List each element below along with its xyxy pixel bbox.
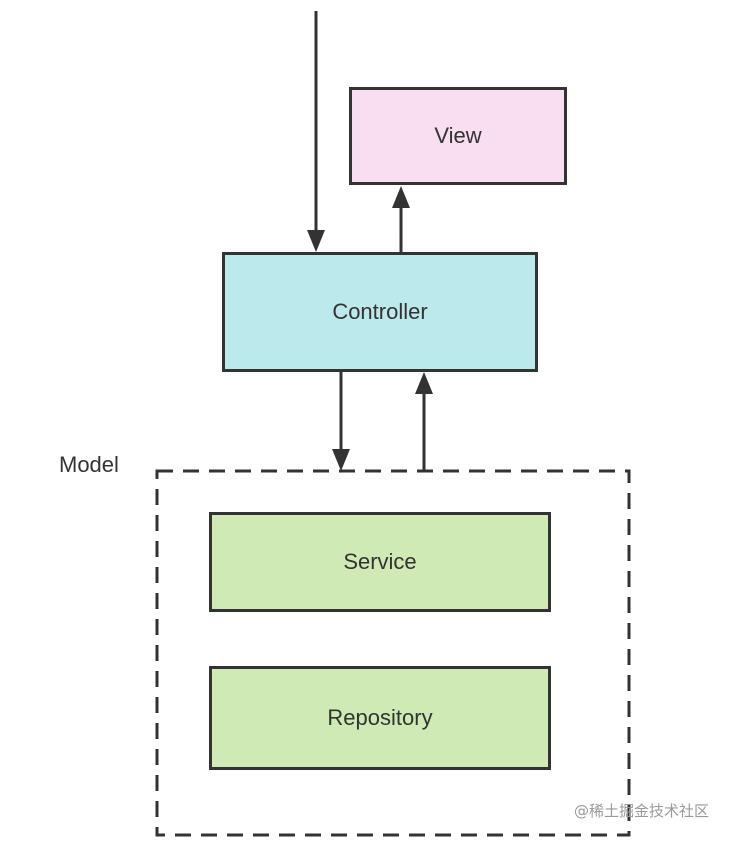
request-arrowhead xyxy=(307,230,325,252)
controller-label: Controller xyxy=(332,299,428,324)
repository-label: Repository xyxy=(327,705,433,730)
watermark-text: @稀土掘金技术社区 xyxy=(574,802,710,820)
controller-to-model-arrowhead xyxy=(332,449,350,471)
model-group-border xyxy=(155,469,631,837)
controller-to-view-arrowhead xyxy=(392,186,410,208)
view-node: View xyxy=(349,87,567,185)
model-to-controller-arrowhead xyxy=(415,372,433,394)
model-group-label: Model xyxy=(59,452,119,477)
view-label: View xyxy=(434,123,482,148)
repository-node: Repository xyxy=(209,666,551,770)
controller-node: Controller xyxy=(222,252,538,372)
service-label: Service xyxy=(343,549,417,574)
service-node: Service xyxy=(209,512,551,612)
